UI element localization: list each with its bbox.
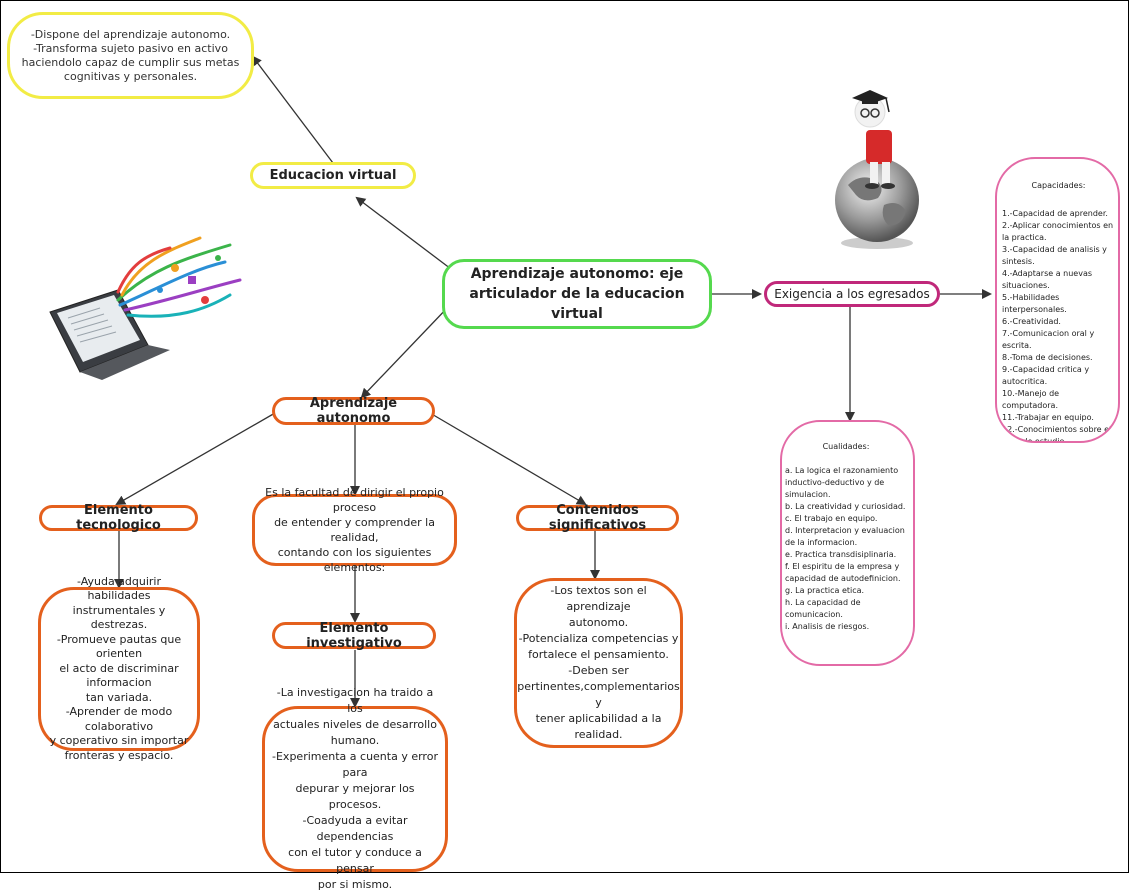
cualidad-item: g. La practica etica. xyxy=(785,586,865,595)
cualidad-item: i. Analisis de riesgos. xyxy=(785,622,870,631)
contenidos-significativos-node: Contenidos significativos xyxy=(516,503,679,533)
central-topic-line-1: Aprendizaje autonomo: eje xyxy=(470,266,684,282)
capacidad-item: 7.-Comunicacion oral y escrita. xyxy=(1002,329,1095,350)
capacidad-item: 10.-Manejo de computadora. xyxy=(1002,389,1060,410)
cualidad-item: c. El trabajo en equipo. xyxy=(785,514,878,523)
capacidades-title: Capacidades: xyxy=(1031,181,1086,190)
aprendizaje-autonomo-node: Aprendizaje autonomo xyxy=(272,396,435,426)
capacidad-item: 2.-Aplicar conocimientos en la practica. xyxy=(1002,221,1114,242)
capacidad-item: 9.-Capacidad critica y autocritica. xyxy=(1002,365,1090,386)
educacion-virtual-node: Educacion virtual xyxy=(250,162,416,189)
cualidades-box: Cualidades: a. La logica el razonamiento… xyxy=(780,420,915,666)
capacidad-item: 11.-Trabajar en equipo. xyxy=(1002,413,1094,422)
connector-layer xyxy=(49,55,992,708)
elemento-investigativo-node: Elemento investigativo xyxy=(272,621,436,651)
capacidad-item: 12.-Conocimientos sobre el area de estud… xyxy=(1002,425,1112,443)
contenidos-significativos-description: -Los textos son el aprendizaje autonomo.… xyxy=(514,578,683,748)
exigencia-node: Exigencia a los egresados xyxy=(764,281,940,307)
capacidades-box: Capacidades: 1.-Capacidad de aprender. 2.… xyxy=(995,157,1120,443)
aprendizaje-definition: Es la facultad de dirigir el propio proc… xyxy=(252,486,457,574)
capacidad-item: 1.-Capacidad de aprender. xyxy=(1002,209,1108,218)
diagram-frame xyxy=(0,0,1129,873)
cualidad-item: b. La creatividad y curiosidad. xyxy=(785,502,906,511)
cualidad-item: f. El espiritu de la empresa y capacidad… xyxy=(785,562,901,583)
cualidad-item: h. La capacidad de comunicacion. xyxy=(785,598,861,619)
edge-center-to-aprendizaje xyxy=(360,304,451,399)
central-topic-line-2: articulador de la educacion virtual xyxy=(469,286,685,322)
elemento-tecnologico-description: -Ayuda adquirir habilidades instrumental… xyxy=(38,575,200,762)
laptop-illustration xyxy=(49,236,242,380)
capacidad-item: 4.-Adaptarse a nuevas situaciones. xyxy=(1002,269,1093,290)
edge-edu-to-desc xyxy=(251,55,334,164)
capacidades-list: 1.-Capacidad de aprender. 2.-Aplicar cono… xyxy=(1002,208,1115,443)
cualidades-list: a. La logica el razonamiento inductivo-d… xyxy=(785,465,907,633)
edge-aprendizaje-to-tecnologico xyxy=(115,412,276,505)
capacidad-item: 5.-Habilidades interpersonales. xyxy=(1002,293,1067,314)
elemento-tecnologico-node: Elemento tecnologico xyxy=(39,503,198,533)
edge-aprendizaje-to-contenidos xyxy=(429,412,587,506)
graduate-on-globe-illustration xyxy=(835,90,919,249)
edge-center-to-edu xyxy=(355,196,456,273)
cualidad-item: a. La logica el razonamiento inductivo-d… xyxy=(785,466,899,499)
central-topic-node: Aprendizaje autonomo: eje articulador de… xyxy=(442,259,712,329)
capacidad-item: 3.-Capacidad de analisis y sintesis. xyxy=(1002,245,1107,266)
elemento-investigativo-description: -La investigacion ha traido a los actual… xyxy=(262,686,448,891)
cualidad-item: e. Practica transdisiplinaria. xyxy=(785,550,897,559)
cualidades-title: Cualidades: xyxy=(822,442,870,451)
cualidad-item: d. Interpretacion y evaluacion de la inf… xyxy=(785,526,905,547)
educacion-virtual-description: -Dispone del aprendizaje autonomo. -Tran… xyxy=(7,12,254,99)
capacidad-item: 8.-Toma de decisiones. xyxy=(1002,353,1093,362)
capacidad-item: 6.-Creatividad. xyxy=(1002,317,1061,326)
